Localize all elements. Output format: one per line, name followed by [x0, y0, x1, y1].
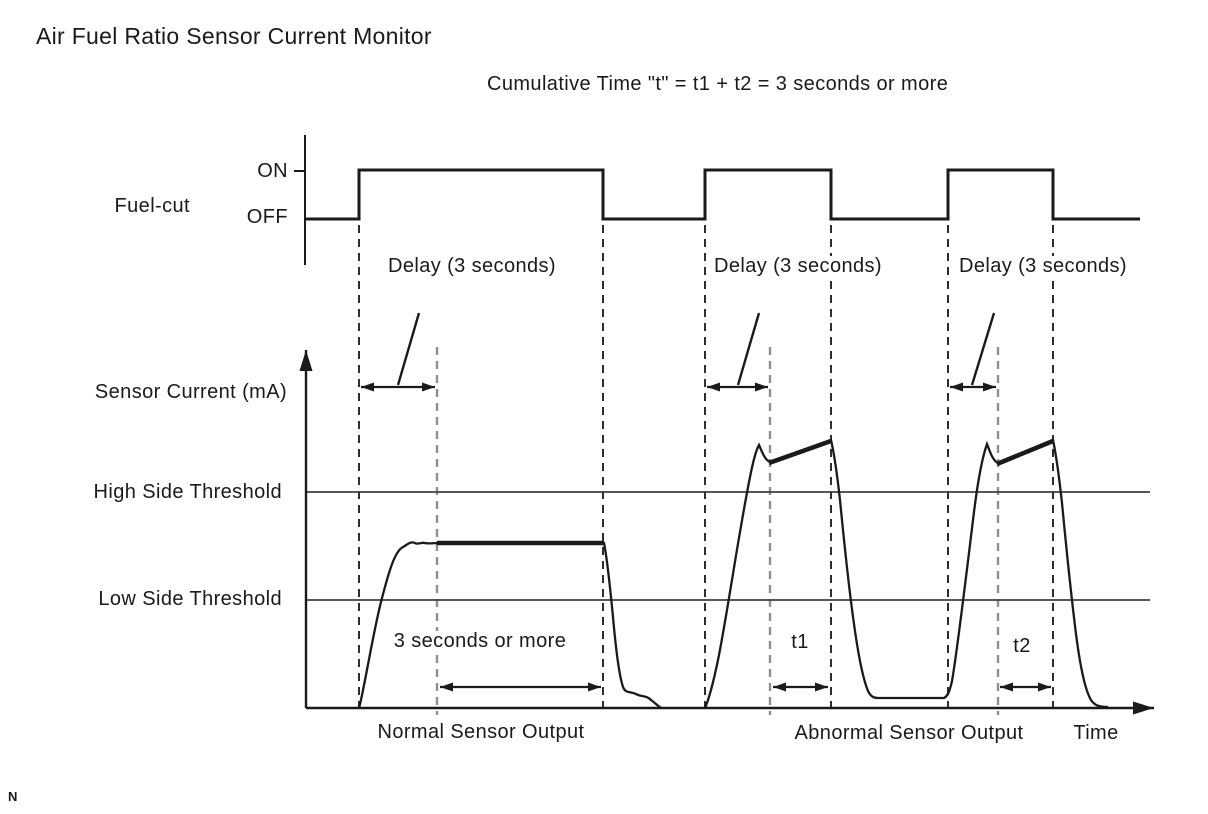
fuel-cut-on-level-label: ON: [257, 160, 288, 182]
t2-bold-segment: [996, 438, 1054, 467]
delay-end-dashed-lines: [435, 347, 1000, 715]
time-axis-label: Time: [1073, 722, 1119, 744]
delay-leader-2: [736, 312, 761, 386]
pulse-edge-dashed-lines: [358, 225, 1054, 715]
delay-leader-1: [396, 312, 421, 386]
cumulative-time-note: Cumulative Time "t" = t1 + t2 = 3 second…: [487, 73, 949, 95]
low-side-threshold-label: Low Side Threshold: [98, 588, 282, 610]
t1-annotation: t1: [791, 631, 809, 653]
normal-sensor-output-label: Normal Sensor Output: [377, 721, 585, 743]
page-footnote-n: N: [8, 789, 18, 804]
delay-annotation-2: Delay (3 seconds): [712, 255, 884, 277]
t2-annotation: t2: [1013, 635, 1031, 657]
normal-duration-annotation: 3 seconds or more: [388, 631, 572, 652]
t1-bold-segment: [768, 438, 832, 466]
high-side-threshold-label: High Side Threshold: [93, 481, 282, 503]
fuel-cut-waveform: [305, 168, 1140, 221]
fuel-cut-signal-label: Fuel-cut: [114, 195, 190, 217]
abnormal-sensor-curve: [703, 438, 1109, 709]
sensor-current-axis-label: Sensor Current (mA): [94, 381, 287, 403]
delay-leader-3: [970, 312, 996, 386]
normal-sensor-curve: [357, 541, 662, 709]
fuel-cut-off-level-label: OFF: [246, 206, 288, 228]
delay-annotation-3: Delay (3 seconds): [957, 255, 1129, 277]
delay-annotation-1: Delay (3 seconds): [386, 255, 558, 277]
abnormal-sensor-output-label: Abnormal Sensor Output: [794, 722, 1024, 744]
diagram-title: Air Fuel Ratio Sensor Current Monitor: [36, 23, 432, 49]
